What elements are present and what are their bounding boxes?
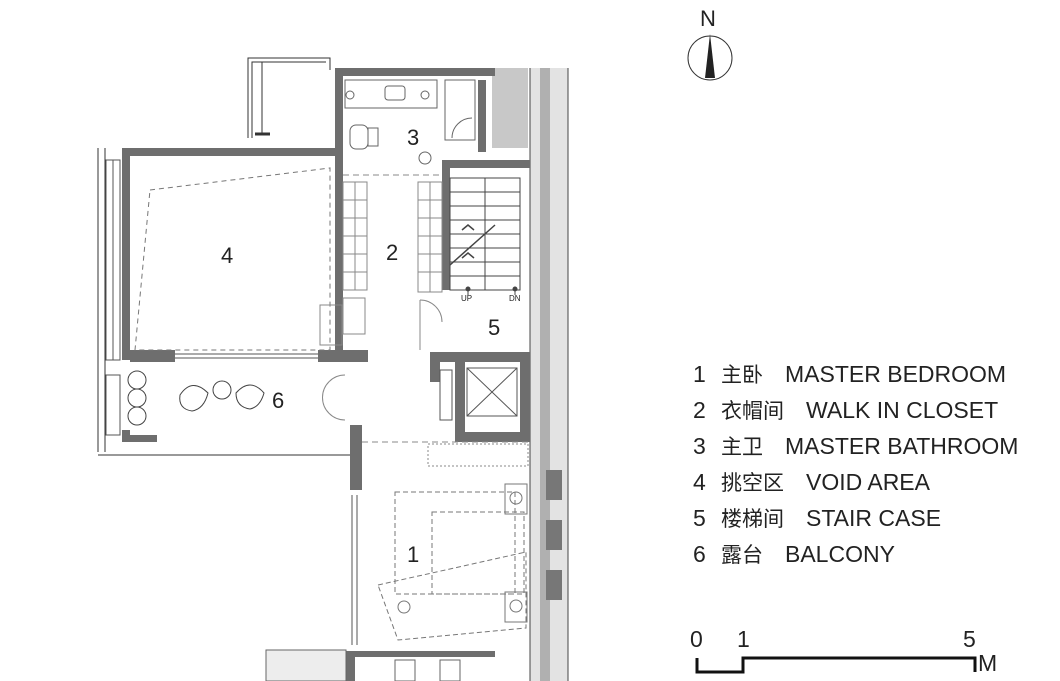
legend-chinese-name: 楼梯间 <box>721 507 784 531</box>
scale-tick-1: 1 <box>737 626 750 652</box>
scale-bar <box>695 656 977 674</box>
scale-unit: M <box>978 650 998 676</box>
legend-english-name: STAIR CASE <box>806 504 942 531</box>
room-1-label: 1 <box>407 542 419 567</box>
walls <box>122 68 530 681</box>
corridor-details <box>322 299 529 467</box>
legend-chinese-name: 衣帽间 <box>721 399 784 423</box>
windows <box>105 159 358 645</box>
north-arrow-icon <box>687 34 733 81</box>
legend-chinese-name: 露台 <box>721 543 763 567</box>
legend-number: 5 <box>693 504 706 531</box>
adjacent-unit <box>492 68 569 681</box>
legend-item: 6 露台 BALCONY <box>693 536 1018 572</box>
room-legend: 1 主卧 MASTER BEDROOM 2 衣帽间 WALK IN CLOSET… <box>693 356 1018 572</box>
room-5-label: 5 <box>488 315 500 340</box>
closet-shelves <box>319 174 443 346</box>
scale-tick-0: 0 <box>690 626 703 652</box>
north-label: N <box>700 6 716 31</box>
elevator <box>439 367 518 421</box>
legend-chinese-name: 主卫 <box>721 435 763 459</box>
legend-item: 1 主卧 MASTER BEDROOM <box>693 356 1018 392</box>
legend-item: 5 楼梯间 STAIR CASE <box>693 500 1018 536</box>
legend-english-name: WALK IN CLOSET <box>806 396 999 423</box>
legend-chinese-name: 主卧 <box>721 363 763 387</box>
legend-number: 2 <box>693 396 706 423</box>
legend-chinese-name: 挑空区 <box>721 471 784 495</box>
scale-tick-5: 5 <box>963 626 976 652</box>
bedroom-furniture <box>377 483 528 641</box>
legend-english-name: MASTER BATHROOM <box>785 432 1019 459</box>
staircase <box>449 177 521 295</box>
room-4-label: 4 <box>221 243 233 268</box>
lower-unit <box>265 649 461 681</box>
legend-english-name: BALCONY <box>785 540 895 567</box>
void-area-outline <box>134 167 331 351</box>
legend-number: 4 <box>693 468 706 495</box>
legend-item: 4 挑空区 VOID AREA <box>693 464 1018 500</box>
stair-down-label: DN <box>509 294 521 303</box>
facade-lines <box>97 57 355 456</box>
legend-number: 1 <box>693 360 706 387</box>
balcony-furniture <box>127 370 265 426</box>
legend-english-name: MASTER BEDROOM <box>785 360 1007 387</box>
legend-number: 3 <box>693 432 706 459</box>
room-6-label: 6 <box>272 388 284 413</box>
room-3-label: 3 <box>407 125 419 150</box>
legend-item: 3 主卫 MASTER BATHROOM <box>693 428 1018 464</box>
legend-item: 2 衣帽间 WALK IN CLOSET <box>693 392 1018 428</box>
legend-english-name: VOID AREA <box>806 468 930 495</box>
legend-number: 6 <box>693 540 706 567</box>
stair-up-label: UP <box>461 294 472 303</box>
room-2-label: 2 <box>386 240 398 265</box>
bathroom-fixtures <box>344 79 476 165</box>
